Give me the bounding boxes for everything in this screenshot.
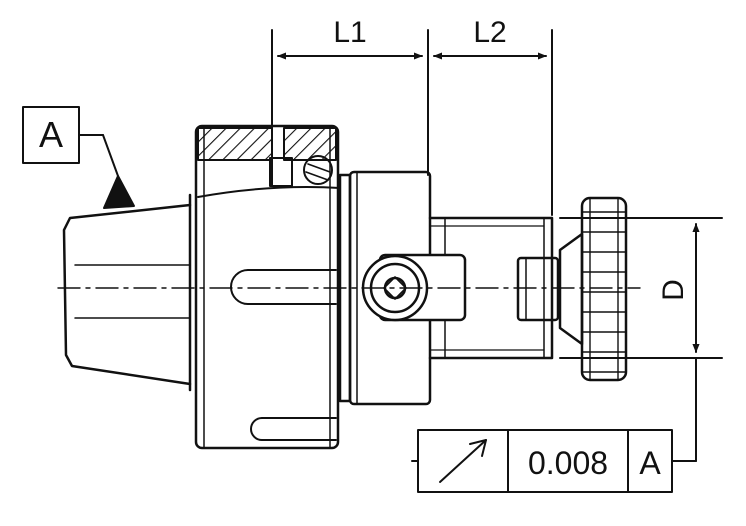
- length-dimensions: [271, 29, 553, 216]
- datum-a: [22, 106, 135, 209]
- datum-reference: A: [639, 445, 661, 481]
- tolerance-value: 0.008: [528, 445, 608, 481]
- spigot: [516, 256, 560, 322]
- dimension-d-label: D: [657, 279, 690, 301]
- dimension-l2-label: L2: [473, 16, 506, 49]
- nut-section: [197, 127, 337, 187]
- dimension-l1-label: L1: [333, 16, 366, 49]
- feature-control-frame: [411, 357, 697, 493]
- collet-nut: [194, 124, 341, 450]
- datum-a-letter: A: [39, 114, 63, 155]
- knurled-knob: [558, 196, 628, 382]
- taper-shank: [62, 193, 192, 392]
- runout-symbol-icon: [439, 439, 487, 483]
